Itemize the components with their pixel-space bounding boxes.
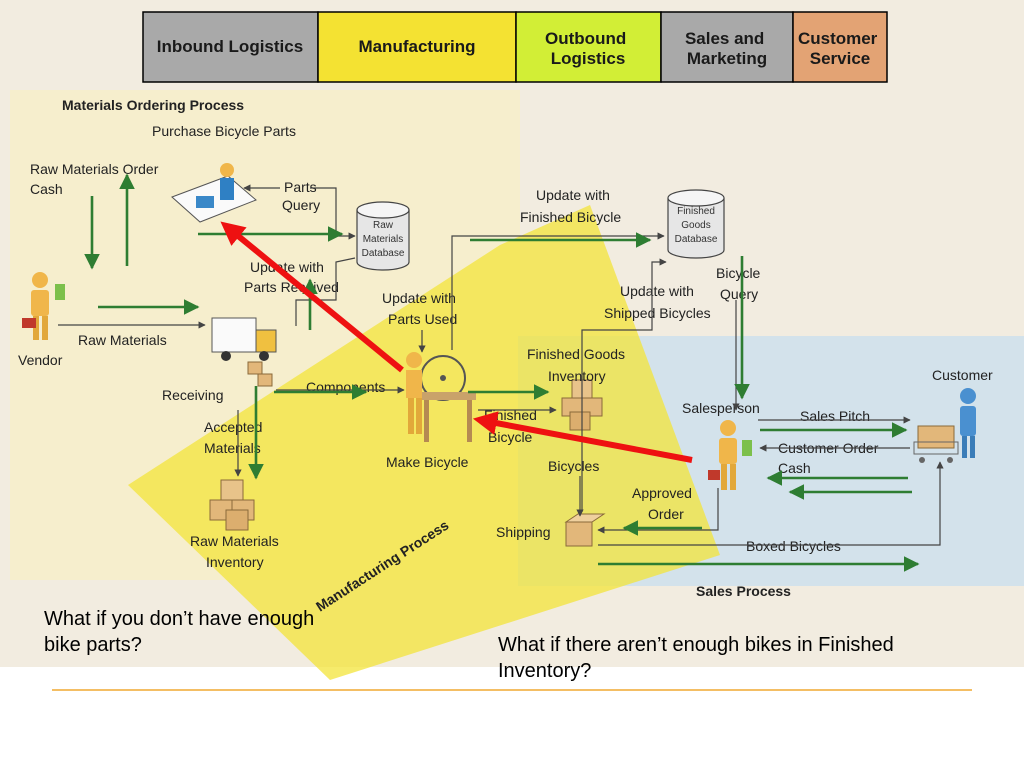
- node-receiving: Receiving: [162, 387, 223, 403]
- value-chain-header: Inbound Logistics Manufacturing Outbound…: [142, 11, 888, 83]
- bicycle-builder-icon: [406, 352, 476, 442]
- chain-label-sales: Sales and Marketing: [685, 29, 769, 68]
- flow-accepted-materials-1: Accepted: [204, 419, 262, 435]
- shipping-box-icon: [564, 513, 606, 547]
- red-arrow-to-purchasing: [220, 221, 404, 373]
- chain-label-customer-service-line1: Customer: [798, 29, 878, 48]
- red-arrow-to-make-bicycle: [472, 411, 693, 463]
- connector-arrows: [58, 184, 944, 546]
- raw-db-label-1: Raw: [373, 220, 394, 231]
- node-vendor: Vendor: [18, 352, 63, 368]
- green-arrows: [84, 173, 920, 572]
- flow-update-finished-2: Finished Bicycle: [520, 209, 621, 225]
- flow-accepted-materials-2: Materials: [204, 440, 261, 456]
- chain-label-sales-line1: Sales and: [685, 29, 764, 48]
- node-salesperson: Salesperson: [682, 400, 760, 416]
- purchasing-desk-icon: [171, 163, 257, 223]
- node-fg-inventory-2: Inventory: [548, 368, 606, 384]
- chain-label-inbound: Inbound Logistics: [157, 37, 303, 56]
- node-shipping: Shipping: [496, 524, 551, 540]
- node-customer: Customer: [932, 367, 993, 383]
- fg-db-label-2: Goods: [681, 220, 710, 231]
- flow-update-parts-used-2: Parts Used: [388, 311, 457, 327]
- node-make-bicycle: Make Bicycle: [386, 454, 469, 470]
- delivery-truck-icon: [211, 317, 277, 387]
- customer-cart-icon: [913, 388, 976, 463]
- manufacturing-band: [128, 205, 720, 680]
- node-purchase-parts: Purchase Bicycle Parts: [152, 123, 296, 139]
- flow-approved-order-2: Order: [648, 506, 684, 522]
- chain-label-outbound: Outbound Logistics: [545, 29, 631, 68]
- chain-cell-manufacturing: [317, 11, 517, 83]
- fg-db-label-1: Finished: [677, 206, 715, 217]
- connector-update-finished: [451, 232, 665, 350]
- connector-boxed-bicycles: [598, 461, 944, 546]
- flow-bicycle-query-2: Query: [720, 286, 758, 302]
- chain-label-sales-line2: Marketing: [687, 49, 767, 68]
- vendor-figure-icon: [22, 272, 65, 340]
- flow-update-shipped-2: Shipped Bicycles: [604, 305, 711, 321]
- flow-raw-materials: Raw Materials: [78, 332, 167, 348]
- chain-label-manufacturing: Manufacturing: [358, 37, 475, 56]
- flow-parts-query-1: Parts: [284, 179, 317, 195]
- node-raw-materials-inventory-2: Inventory: [206, 554, 264, 570]
- flow-parts-query-2: Query: [282, 197, 320, 213]
- flow-update-finished-1: Update with: [536, 187, 610, 203]
- connector-query-to-db: [310, 187, 356, 240]
- flow-update-shipped-1: Update with: [620, 283, 694, 299]
- chain-label-outbound-line1: Outbound: [545, 29, 626, 48]
- connector-shipped: [581, 258, 667, 512]
- flow-boxed-bicycles: Boxed Bicycles: [746, 538, 841, 554]
- finished-goods-database: Finished Goods Database: [667, 189, 725, 259]
- chain-cell-customer-service: [792, 11, 888, 83]
- chain-label-customer-service-line2: Service: [810, 49, 871, 68]
- flow-update-parts-used-1: Update with: [382, 290, 456, 306]
- chain-cell-outbound: [515, 11, 662, 83]
- question-bike-parts: What if you don’t have enough bike parts…: [44, 608, 315, 656]
- flow-bicycles: Bicycles: [548, 458, 599, 474]
- salesperson-figure-icon: [708, 420, 752, 490]
- materials-ordering-title: Materials Ordering Process: [62, 97, 244, 113]
- flow-approved-order-1: Approved: [632, 485, 692, 501]
- sales-process-title: Sales Process: [696, 583, 791, 599]
- flow-bicycle-query-1: Bicycle: [716, 265, 761, 281]
- question-finished-inventory: What if there aren’t enough bikes in Fin…: [498, 634, 894, 682]
- connector-received-to-db: [295, 257, 356, 326]
- flow-raw-order-cash-2: Cash: [30, 181, 63, 197]
- node-raw-materials-inventory-1: Raw Materials: [190, 533, 279, 549]
- node-fg-inventory-1: Finished Goods: [527, 346, 625, 362]
- raw-materials-boxes-icon: [209, 479, 255, 531]
- flow-customer-order-cash-2: Cash: [778, 460, 811, 476]
- flow-sales-pitch: Sales Pitch: [800, 408, 870, 424]
- flow-finished-bicycle-2: Bicycle: [488, 429, 533, 445]
- raw-materials-database: Raw Materials Database: [356, 201, 410, 271]
- raw-db-label-3: Database: [362, 248, 405, 259]
- flow-raw-order-cash-1: Raw Materials Order: [30, 161, 159, 177]
- chain-label-customer-service: Customer Service: [798, 29, 882, 68]
- fg-db-label-3: Database: [675, 234, 718, 245]
- raw-db-label-2: Materials: [363, 234, 404, 245]
- chain-label-outbound-line2: Logistics: [551, 49, 626, 68]
